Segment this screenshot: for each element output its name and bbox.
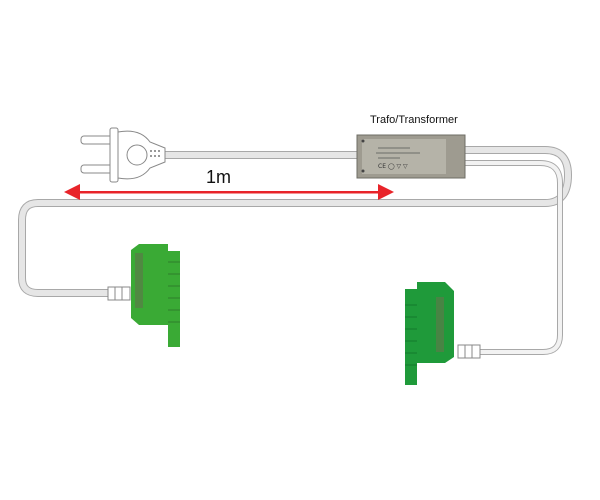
- euro-plug-icon: [80, 127, 166, 183]
- cable-right-connector: [462, 160, 563, 355]
- distributor-connector-left: [107, 244, 180, 347]
- cables: [18, 146, 572, 355]
- length-label: 1m: [206, 167, 232, 187]
- transformer-box: CE ◯ ▽ ▽: [356, 134, 466, 179]
- length-arrow: [64, 184, 394, 200]
- svg-text:CE ◯ ▽ ▽: CE ◯ ▽ ▽: [378, 163, 408, 170]
- distributor-connector-right: [405, 282, 481, 385]
- transformer-label: Trafo/Transformer: [370, 114, 458, 126]
